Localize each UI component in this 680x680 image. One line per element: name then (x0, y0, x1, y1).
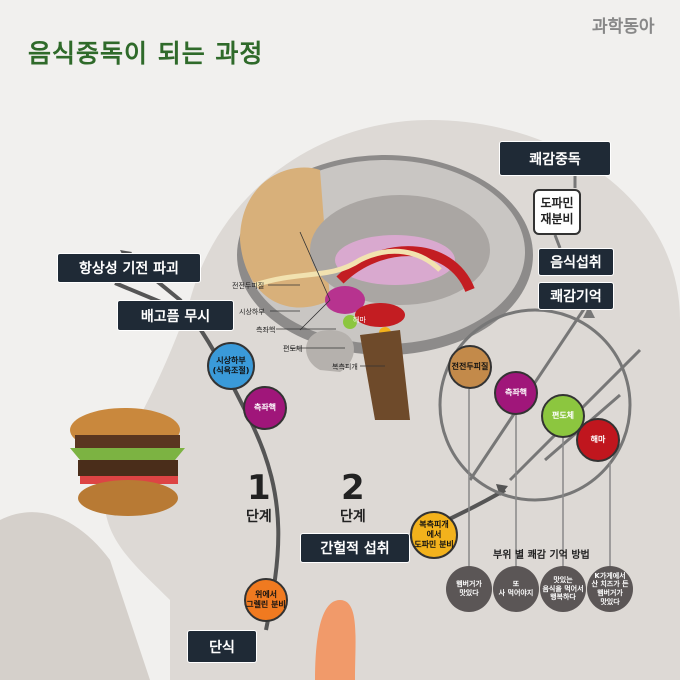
brain-label: 시상하부 (239, 308, 265, 316)
brain-label: 해마 (353, 316, 366, 324)
burger-illustration (70, 408, 185, 516)
memory-circle: 맛있는 음식을 먹어서 행복하다 (540, 566, 586, 612)
dopamine-resecretion-box: 도파민 재분비 (533, 189, 581, 235)
brain-label: 복측피개 (332, 363, 358, 371)
hippocampus-circle: 해마 (576, 418, 620, 462)
stage-2-number: 2 (341, 468, 365, 508)
food-intake-box: 음식섭취 (538, 248, 614, 276)
logo: 과학동아 (592, 17, 655, 37)
brain-label: 측좌핵 (256, 326, 276, 334)
memory-circle: K가게에서 산 치즈가 든 햄버거가 맛있다 (587, 566, 633, 612)
brain-label: 전전두피질 (232, 282, 265, 290)
ignore-hunger-box: 배고픔 무시 (117, 300, 234, 331)
page-title: 음식중독이 되는 과정 (28, 39, 264, 68)
memory-circle: 또 사 먹어야지 (493, 566, 539, 612)
hypothalamus-circle: 시상하부 (식욕조절) (207, 342, 255, 390)
stage-2-label: 단계 (340, 509, 366, 525)
nucleus-accumbens-circle-2: 측좌핵 (494, 371, 538, 415)
prefrontal-cortex-circle: 전전두피질 (448, 345, 492, 389)
brain-illustration (237, 155, 533, 420)
homeostasis-box: 항상성 기전 파괴 (57, 253, 201, 283)
stage-1-number: 1 (247, 468, 271, 508)
ghrelin-circle: 위에서 그렐린 분비 (244, 578, 288, 622)
pleasure-addiction-box: 쾌감중독 (499, 141, 611, 176)
fasting-box: 단식 (187, 630, 257, 663)
stage-1-label: 단계 (246, 509, 272, 525)
intermittent-intake-box: 간헐적 섭취 (300, 533, 410, 563)
vta-dopamine-circle: 복측피개 에서 도파민 분비 (410, 511, 458, 559)
memory-methods-title: 부위 별 쾌감 기억 방법 (493, 550, 590, 561)
pleasure-memory-box: 쾌감기억 (538, 282, 614, 310)
tongue-illustration (315, 600, 356, 680)
brain-label: 편도체 (283, 345, 303, 353)
nucleus-accumbens-circle: 측좌핵 (243, 386, 287, 430)
memory-circle: 햄버거가 맛있다 (446, 566, 492, 612)
